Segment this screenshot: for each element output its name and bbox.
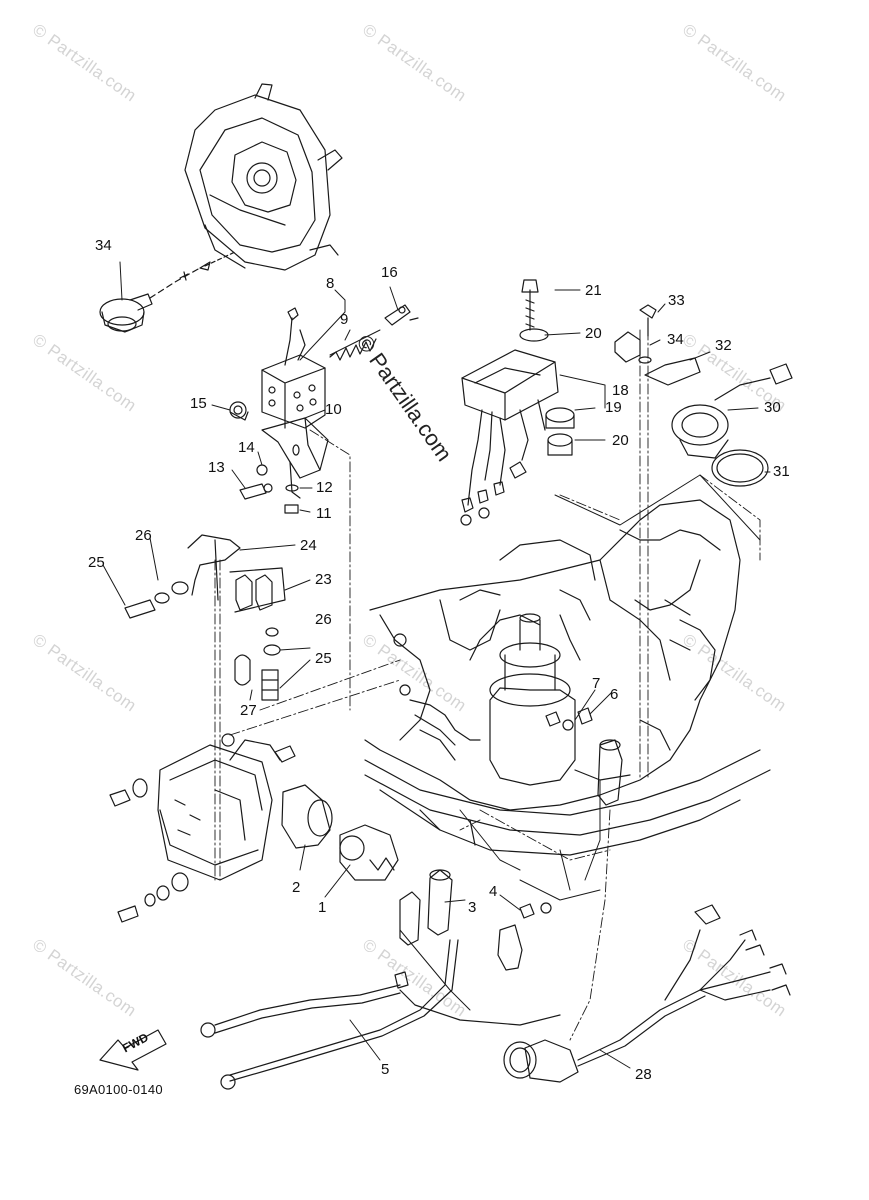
callout-23[interactable]: 23 <box>315 571 332 588</box>
wire-harness-item-28 <box>503 904 791 1083</box>
callout-8[interactable]: 8 <box>326 275 335 292</box>
callout-4[interactable]: 4 <box>489 883 498 900</box>
callout-12[interactable]: 12 <box>316 479 333 496</box>
callout-34[interactable]: 34 <box>95 237 112 254</box>
reference-lines <box>214 329 761 1041</box>
callout-7[interactable]: 7 <box>592 675 601 692</box>
callout-27[interactable]: 27 <box>240 702 257 719</box>
terminal-bracket-item-24 <box>124 534 286 701</box>
bracket-item-10 <box>229 401 329 514</box>
callout-20[interactable]: 20 <box>612 432 629 449</box>
callout-19[interactable]: 19 <box>605 399 622 416</box>
cable-caps <box>399 707 623 971</box>
switch-assembly-item-29 <box>614 304 793 487</box>
callout-31[interactable]: 32 <box>715 337 732 354</box>
callout-3[interactable]: 3 <box>468 899 477 916</box>
callout-24[interactable]: 24 <box>300 537 317 554</box>
callout-28[interactable]: 28 <box>635 1066 652 1083</box>
engine-block <box>364 499 741 811</box>
callout-9[interactable]: 9 <box>340 311 349 328</box>
callout-13[interactable]: 13 <box>208 459 225 476</box>
mounting-plate <box>109 733 399 923</box>
diagram-code: 69A0100-0140 <box>74 1082 163 1097</box>
callout-25-upper[interactable]: 25 <box>88 554 105 571</box>
callout-11[interactable]: 11 <box>316 505 332 522</box>
callout-16[interactable]: 16 <box>381 264 398 281</box>
leader-lines <box>102 261 771 1069</box>
callout-22[interactable]: 21 <box>585 282 602 299</box>
callout-14[interactable]: 14 <box>238 439 255 456</box>
callout-6[interactable]: 6 <box>610 686 619 703</box>
callout-1[interactable]: 1 <box>318 899 327 916</box>
solenoid-block-item-8 <box>261 304 419 429</box>
callout-33[interactable]: 34 <box>667 331 684 348</box>
callout-18[interactable]: 18 <box>612 382 629 399</box>
cdi-unit-item-18 <box>460 279 575 526</box>
battery-cables-item-5 <box>200 939 561 1090</box>
callout-32[interactable]: 33 <box>668 292 685 309</box>
lower-cowling <box>364 749 771 856</box>
connection-lines <box>399 474 761 1011</box>
callout-21[interactable]: 20 <box>585 325 602 342</box>
fwd-arrow <box>99 1029 167 1071</box>
callout-25-lower[interactable]: 25 <box>315 650 332 667</box>
callout-26-lower[interactable]: 26 <box>315 611 332 628</box>
callout-15[interactable]: 15 <box>190 395 207 412</box>
cowling-item-34 <box>99 83 343 333</box>
callout-2[interactable]: 2 <box>292 879 301 896</box>
callout-10[interactable]: 10 <box>325 401 342 418</box>
callout-5[interactable]: 5 <box>381 1061 390 1078</box>
callout-29[interactable]: 30 <box>764 399 781 416</box>
callout-26-upper[interactable]: 26 <box>135 527 152 544</box>
callout-30[interactable]: 31 <box>773 463 790 480</box>
